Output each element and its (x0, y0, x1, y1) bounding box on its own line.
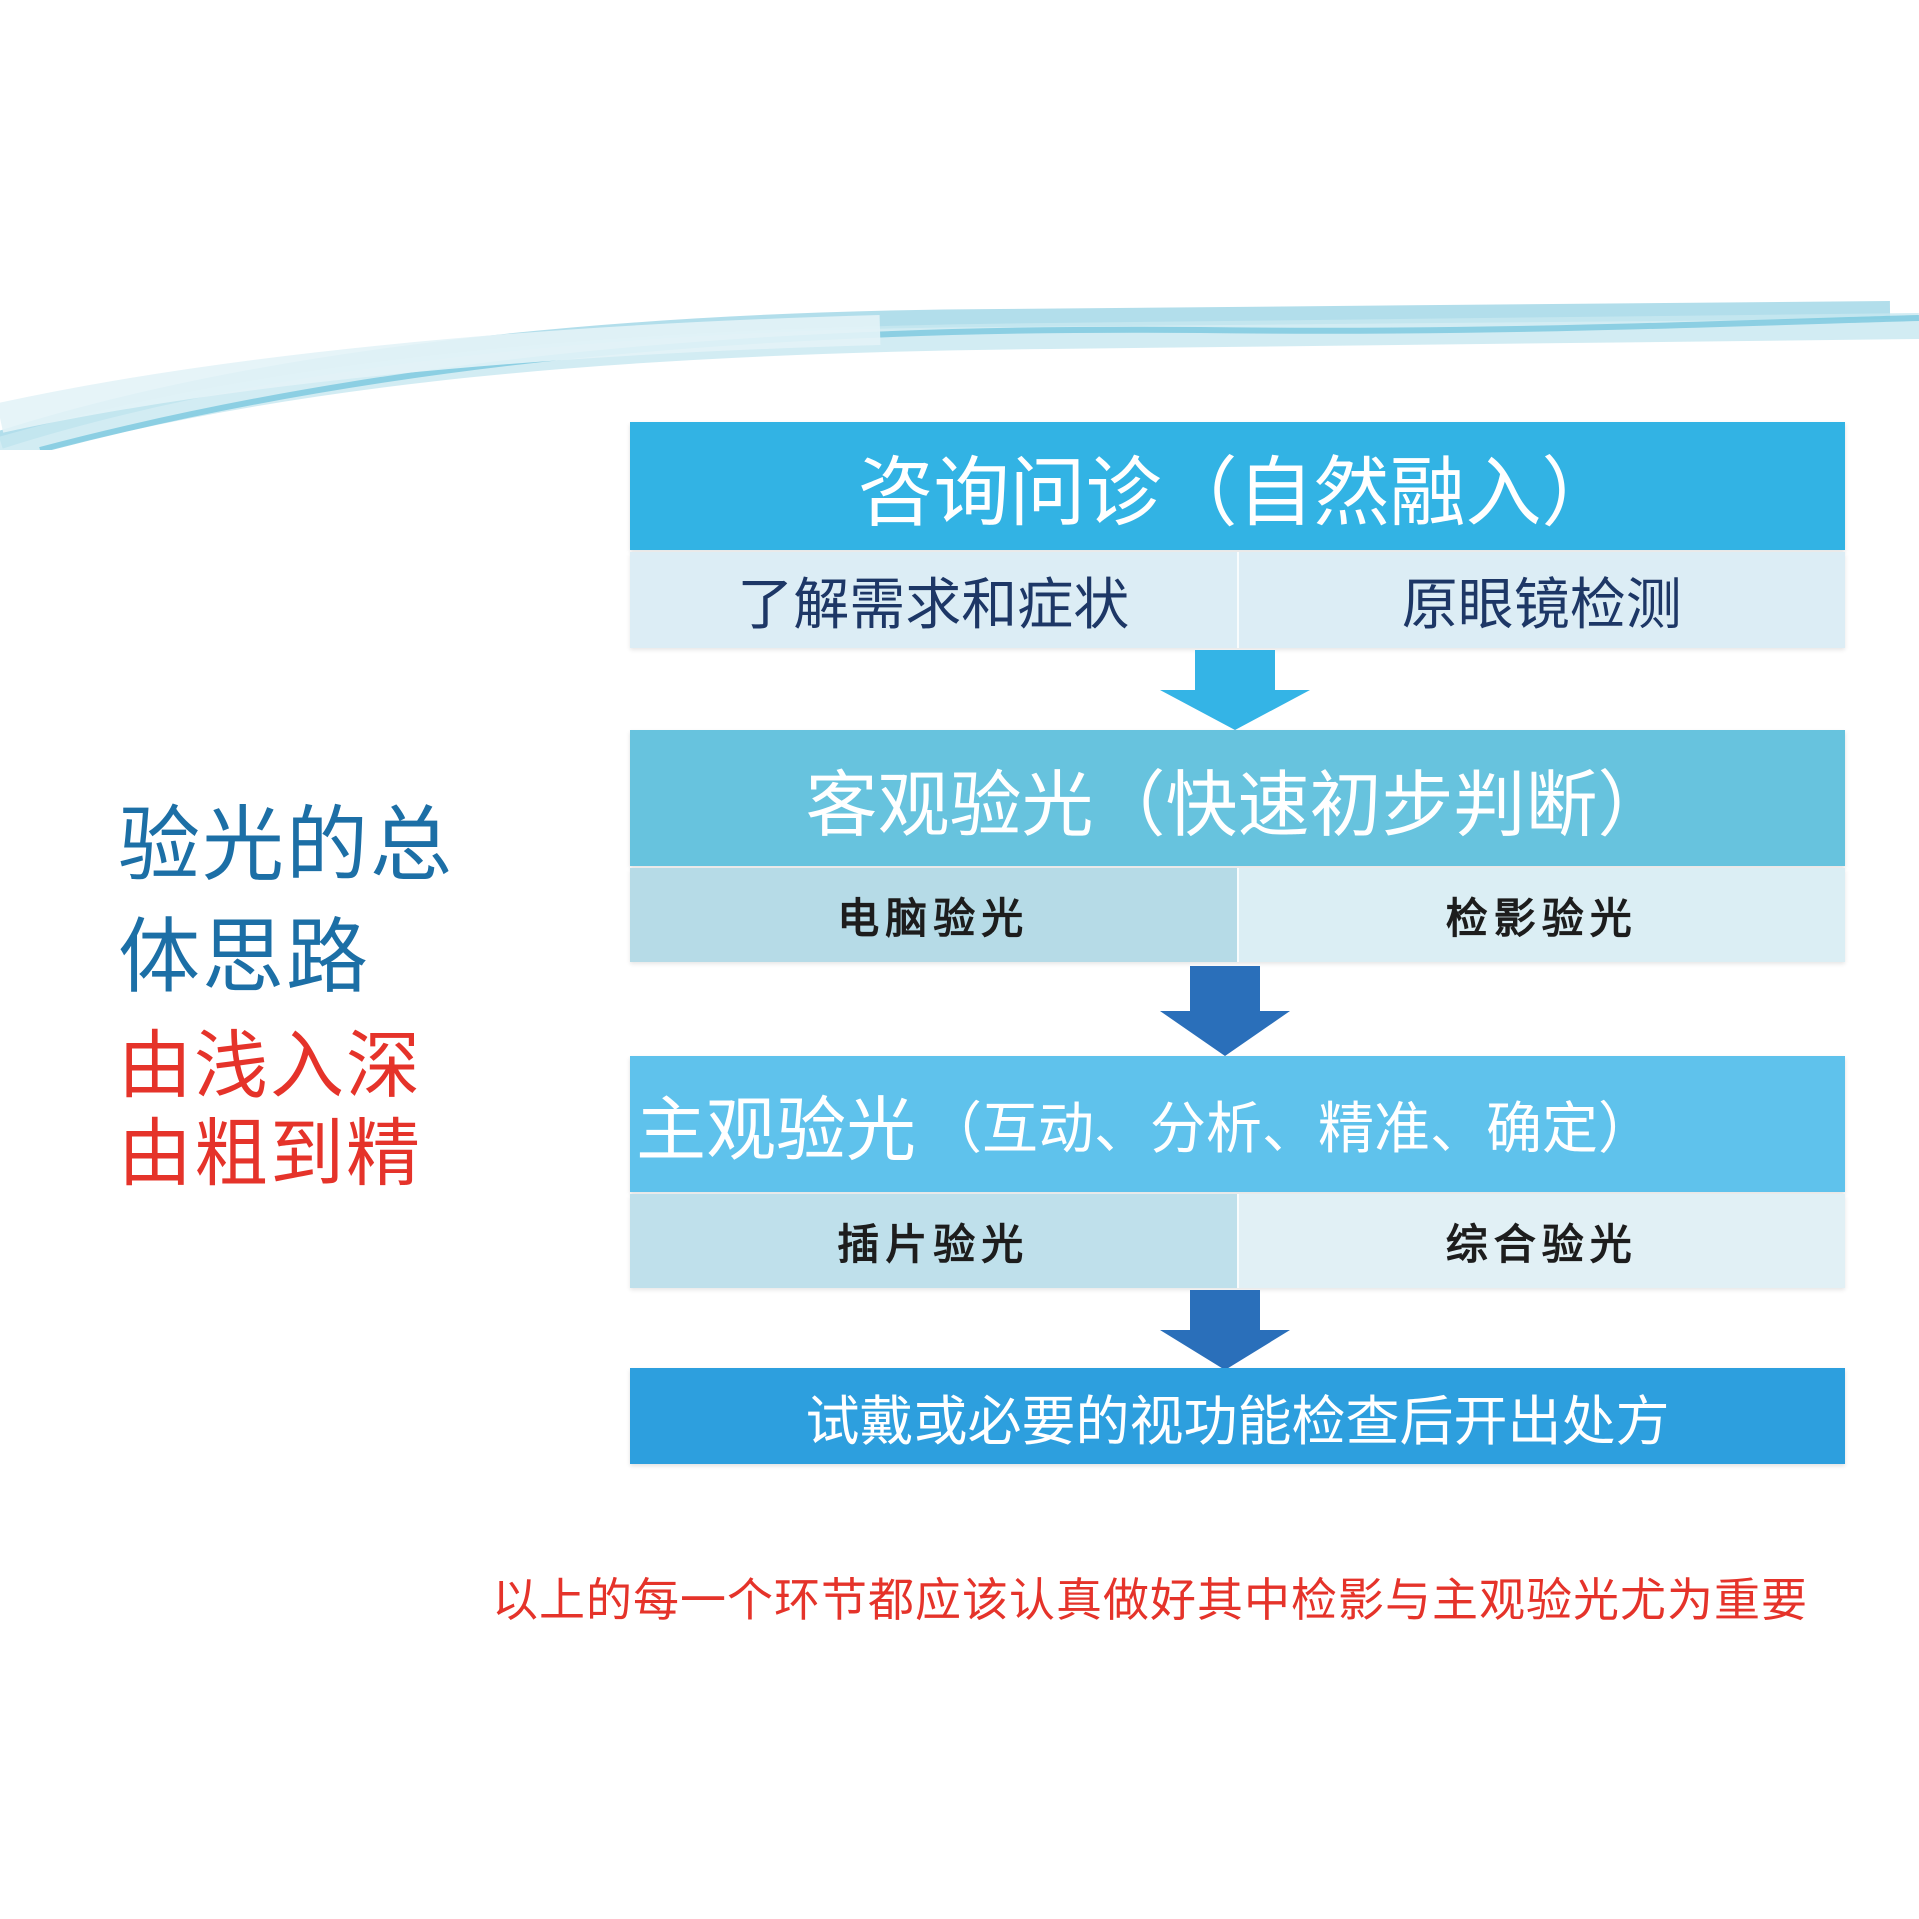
flow-arrow-2-icon (1160, 966, 1290, 1056)
stage-1-header: 咨询问诊（自然融入） (630, 422, 1845, 550)
stage-3-header: 主观验光（互动、分析、精准、确定） (630, 1056, 1845, 1192)
stage-2-items: 电脑验光 检影验光 (630, 868, 1845, 962)
title-line-1: 验光的总 (118, 798, 455, 893)
diagram-title: 验光的总 体思路 (118, 790, 454, 1014)
title-line-2: 体思路 (118, 910, 371, 1005)
stage-3-item-2: 综合验光 (1236, 1194, 1845, 1288)
footnote: 以上的每一个环节都应该认真做好其中检影与主观验光尤为重要 (492, 1573, 1808, 1627)
tagline-line-1: 由浅入深 (118, 1023, 422, 1109)
flow-arrow-1-icon (1160, 650, 1310, 730)
stage-3-items: 插片验光 综合验光 (630, 1194, 1845, 1288)
stage-3-title: 主观验光 (636, 1088, 916, 1171)
wave-decoration (0, 300, 1919, 450)
stage-2-item-1: 电脑验光 (630, 868, 1237, 962)
stage-3-item-1: 插片验光 (630, 1194, 1237, 1288)
stage-1-item-2: 原眼镜检测 (1236, 552, 1846, 648)
stage-4-header: 试戴或必要的视功能检查后开出处方 (630, 1368, 1845, 1464)
tagline-line-2: 由粗到精 (118, 1111, 422, 1197)
flow-arrow-3-icon (1160, 1290, 1290, 1370)
tagline: 由浅入深 由粗到精 (118, 1022, 422, 1198)
stage-2-header: 客观验光（快速初步判断） (630, 730, 1845, 866)
stage-3-title-detail: （互动、分析、精准、确定） (926, 1096, 1654, 1162)
stage-1-item-1: 了解需求和症状 (737, 572, 1130, 638)
stage-1-items: 了解需求和症状 原眼镜检测 (630, 552, 1845, 648)
stage-2-item-2: 检影验光 (1236, 868, 1845, 962)
